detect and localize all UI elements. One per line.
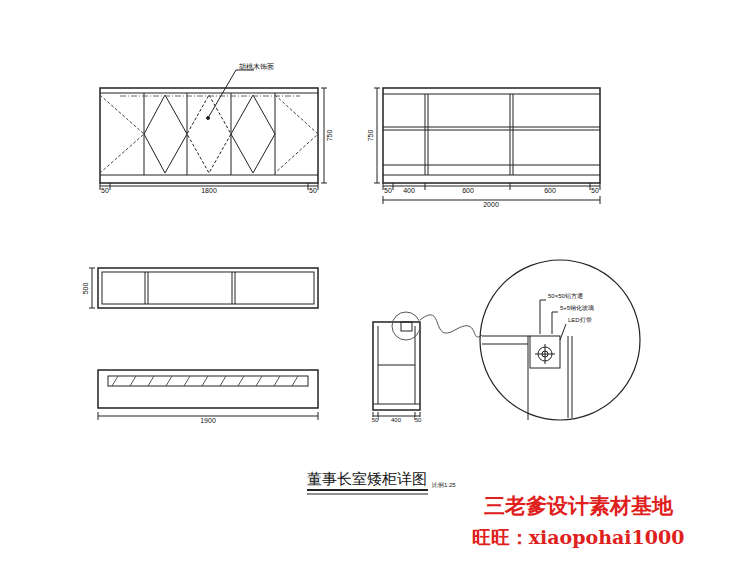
front-elevation [100,70,327,190]
callout-text: 胡桃木饰面 [239,63,274,70]
dimension: 400 [391,417,401,423]
callout-text: 5+5钢化玻璃 [560,305,594,311]
dimension: 400 [403,187,415,194]
dimension: 600 [462,187,474,194]
detail-callout [480,260,640,420]
interior-elevation [374,88,600,204]
drawing-title: 董事长室矮柜详图 [307,472,427,487]
dimension: 50 [309,187,317,194]
dimension: 1900 [200,417,216,424]
scale-note: 比例1:25 [432,482,456,488]
watermark: 三老爹设计素材基地 [484,495,673,516]
callout-text: 50×50铝方通 [548,293,583,299]
dimension: 50 [591,187,599,194]
dimension: 1800 [201,187,217,194]
dimension: 750 [327,129,334,141]
dimension: 750 [368,129,375,141]
watermark: 旺旺：xiaopohai1000 [472,528,685,547]
dimension: 500 [83,282,90,294]
dimension: 50 [372,417,379,423]
title-underline [307,489,428,491]
dimension: 50 [101,187,109,194]
callout-text: LED灯带 [568,317,592,323]
section-view [373,312,482,420]
dimension: 2000 [483,201,499,208]
title-underline [307,494,428,495]
top-plan [89,268,318,308]
dimension: 600 [544,187,556,194]
top-view-glass [98,370,318,420]
dimension: 50 [384,187,392,194]
dimension: 50 [415,417,422,423]
